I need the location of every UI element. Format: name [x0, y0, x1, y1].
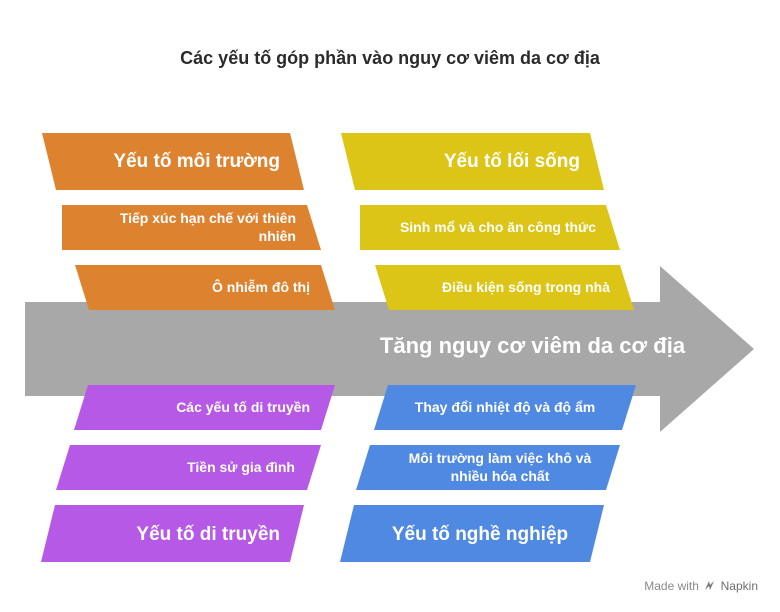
lifestyle-header-label: Yếu tố lối sống: [443, 151, 580, 172]
central-outcome-label: Tăng nguy cơ viêm da cơ địa: [379, 333, 686, 358]
genetic-item-label: Tiền sử gia đình: [187, 459, 295, 475]
environment-item-1-shape: [62, 205, 321, 250]
lifestyle-item-1-shape: [360, 205, 620, 250]
genetic-header-label: Yếu tố di truyền: [136, 524, 280, 545]
genetic-item-2-shape: [56, 445, 321, 490]
occupational-item-2-shape: [356, 445, 620, 490]
genetic-header-shape: [41, 505, 304, 562]
occupational-header-label: Yếu tố nghề nghiệp: [391, 524, 569, 545]
environment-item-2-shape: [75, 265, 335, 310]
occupational-item-label: Môi trường làm việc khô và nhiều hóa chấ…: [408, 450, 592, 484]
genetic-item-label: Các yếu tố di truyền: [176, 399, 310, 415]
genetic-item-1-shape: [74, 385, 335, 430]
watermark: Made with Napkin: [644, 579, 758, 593]
watermark-prefix: Made with: [644, 579, 699, 593]
lifestyle-item-2-shape: [375, 265, 634, 310]
lifestyle-item-label: Sinh mổ và cho ăn công thức: [399, 219, 596, 235]
occupational-item-1-shape: [374, 385, 636, 430]
lifestyle-item-label: Điều kiện sống trong nhà: [441, 279, 610, 295]
occupational-header-shape: [340, 505, 604, 562]
environment-header-shape: [42, 133, 304, 190]
occupational-item-label: Thay đổi nhiệt độ và độ ẩm: [414, 399, 596, 415]
environment-item-label: Ô nhiễm đô thị: [212, 279, 310, 295]
environment-header-label: Yếu tố môi trường: [113, 151, 280, 172]
lifestyle-header-shape: [341, 133, 604, 190]
napkin-logo-icon: [705, 581, 715, 590]
environment-item-label: Tiếp xúc hạn chế với thiên nhiên: [119, 210, 296, 244]
watermark-brand: Napkin: [720, 579, 758, 593]
diagram-title: Các yếu tố góp phần vào nguy cơ viêm da …: [180, 48, 600, 68]
